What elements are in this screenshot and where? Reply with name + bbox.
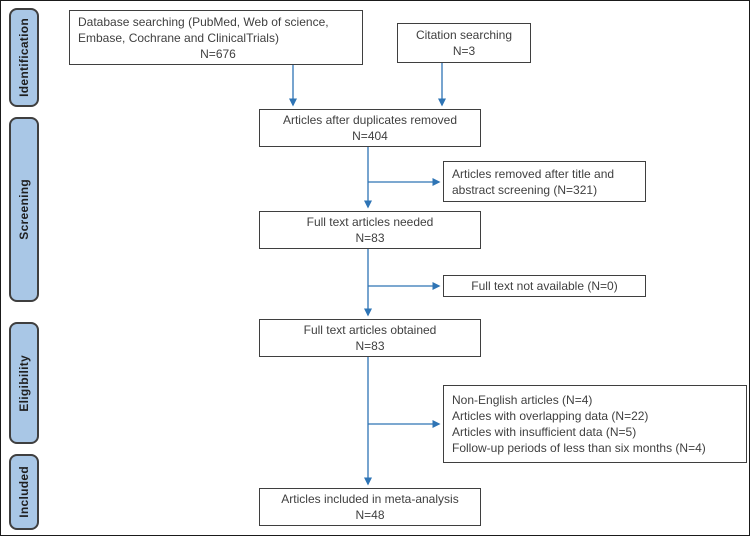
duplicates-removed-box: Articles after duplicates removed N=404 [259, 109, 481, 147]
exclusion-reasons-box: Non-English articles (N=4) Articles with… [443, 385, 747, 463]
database-searching-line1: Database searching (PubMed, Web of scien… [78, 14, 329, 29]
title-abstract-excluded-line2: abstract screening (N=321) [452, 182, 598, 197]
stage-included-label: Included [17, 466, 31, 518]
citation-searching-line1: Citation searching [415, 28, 513, 42]
exclusion-reason-followup: Follow-up periods of less than six month… [452, 441, 706, 455]
included-meta-analysis-count: N=48 [355, 508, 385, 522]
title-abstract-excluded-box: Articles removed after title and abstrac… [443, 161, 646, 202]
fulltext-obtained-box: Full text articles obtained N=83 [259, 319, 481, 357]
database-searching-box: Database searching (PubMed, Web of scien… [69, 10, 363, 65]
fulltext-needed-count: N=83 [355, 231, 385, 245]
title-abstract-excluded-line1: Articles removed after title and [452, 166, 615, 181]
included-meta-analysis-line1: Articles included in meta-analysis [281, 492, 459, 506]
fulltext-obtained-count: N=83 [355, 339, 385, 353]
fulltext-not-available-line1: Full text not available (N=0) [471, 279, 618, 293]
duplicates-removed-count: N=404 [352, 129, 388, 143]
fulltext-needed-line1: Full text articles needed [306, 215, 434, 229]
stage-screening-label: Screening [17, 179, 31, 240]
fulltext-obtained-line1: Full text articles obtained [303, 323, 437, 337]
exclusion-reason-overlapping: Articles with overlapping data (N=22) [452, 409, 649, 423]
fulltext-not-available-box: Full text not available (N=0) [443, 275, 646, 297]
stage-eligibility-label: Eligibility [17, 354, 31, 412]
stage-screening: Screening [9, 117, 39, 302]
stage-identification-label: Identification [17, 18, 31, 97]
exclusion-reason-insufficient: Articles with insufficient data (N=5) [452, 425, 637, 439]
exclusion-reason-non-english: Non-English articles (N=4) [452, 393, 593, 407]
fulltext-needed-box: Full text articles needed N=83 [259, 211, 481, 249]
database-searching-count: N=676 [200, 46, 236, 61]
stage-identification: Identification [9, 8, 39, 107]
duplicates-removed-line1: Articles after duplicates removed [282, 113, 458, 127]
citation-searching-count: N=3 [452, 44, 476, 58]
stage-eligibility: Eligibility [9, 322, 39, 444]
citation-searching-box: Citation searching N=3 [397, 23, 531, 63]
included-meta-analysis-box: Articles included in meta-analysis N=48 [259, 488, 481, 526]
stage-included: Included [9, 454, 39, 530]
database-searching-line2: Embase, Cochrane and ClinicalTrials) [78, 30, 279, 45]
